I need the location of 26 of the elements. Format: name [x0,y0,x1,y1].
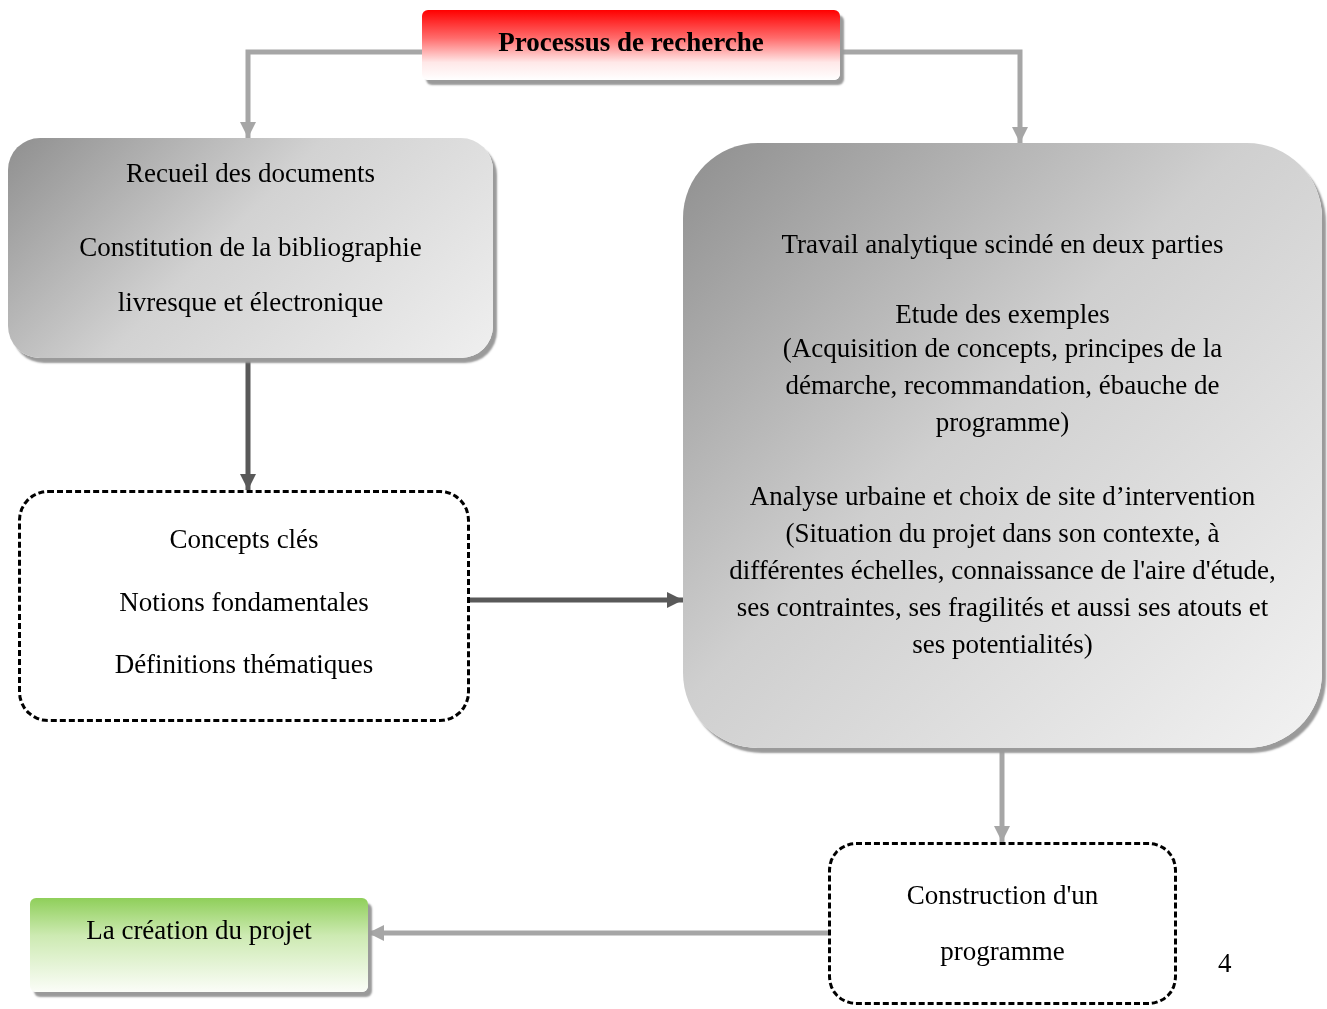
arrow [470,592,683,608]
dashed-box [828,842,1177,1005]
result-box [30,898,368,992]
node-text: (Situation du projet dans son contexte, à différentes échelles, connaissance de l'aire d'étude, ses contraintes, ses fragilités et aussi ses atouts et ses potentialités) [728,516,1277,661]
arrow [994,748,1010,842]
arrow [368,925,828,941]
node-text: Notions fondamentales [119,585,369,619]
node-text: Construction d'un programme [905,879,1100,968]
node-text: Processus de recherche [498,25,764,59]
node-text: Définitions thématiques [114,648,374,681]
title-box [422,10,840,80]
node-text: Concepts clés [169,523,319,556]
node-text: Constitution de la bibliographie livresque et électronique [78,230,423,320]
node-text: (Acquisition de concepts, principes de la démarche, recommandation, ébauche de programme) [781,331,1224,439]
process-box [683,143,1322,748]
node-text: La création du projet [86,913,312,947]
arrow [240,358,256,490]
node-text: Travail analytique scindé en deux parties [781,228,1224,261]
dashed-box [18,490,470,722]
node-text: Analyse urbaine et choix de site d’intervention [749,479,1256,513]
node-text: Etude des exemples [895,297,1110,330]
arrow [840,49,1028,143]
page-number: 4 [1218,948,1232,979]
process-box [8,138,493,358]
node-text: Recueil des documents [126,157,375,190]
arrow [240,49,422,138]
